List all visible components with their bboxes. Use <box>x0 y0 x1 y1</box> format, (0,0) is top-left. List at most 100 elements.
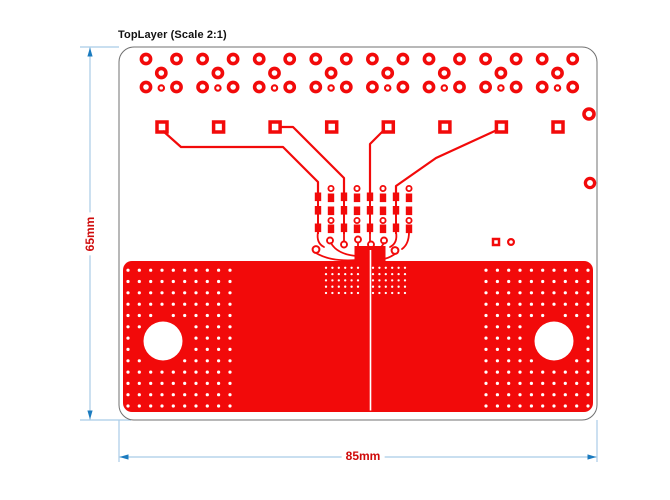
thermal-dot <box>541 279 545 284</box>
smd-pad <box>314 206 322 215</box>
thermal-dot <box>518 302 522 306</box>
height-dimension-label: 65mm <box>83 212 97 256</box>
thermal-dot <box>149 404 153 408</box>
thermal-dot <box>205 381 209 385</box>
thermal-dot <box>126 302 130 306</box>
thermal-dot <box>391 272 394 276</box>
thermal-dot <box>194 325 198 329</box>
via-pad <box>381 66 395 80</box>
via-group <box>309 52 353 94</box>
thermal-dot <box>194 359 198 363</box>
thermal-dot <box>194 336 198 340</box>
via-pad-small <box>214 84 222 92</box>
thermal-dot <box>171 291 175 295</box>
thermal-dot <box>586 404 590 408</box>
thermal-dot <box>344 279 347 282</box>
thermal-dot <box>563 393 567 397</box>
thermal-dot <box>331 285 334 288</box>
thermal-dot <box>495 268 499 272</box>
thermal-dot <box>137 359 141 363</box>
thermal-dot <box>356 272 360 276</box>
signal-trace <box>281 125 346 196</box>
thermal-dot <box>403 272 407 276</box>
thermal-dot <box>518 336 522 340</box>
thermal-dot <box>495 325 499 329</box>
thermal-dot <box>403 279 407 282</box>
connector-pad <box>326 236 334 245</box>
thermal-dot <box>324 279 328 282</box>
thermal-dot <box>518 359 522 363</box>
thermal-dot <box>183 404 187 408</box>
thermal-dot <box>575 393 579 397</box>
via-pad <box>396 52 410 66</box>
copper-layer <box>123 52 597 412</box>
thermal-dot <box>552 393 556 397</box>
via-pad <box>494 66 508 80</box>
connector-pad <box>311 245 321 254</box>
thermal-dot <box>484 313 488 318</box>
via-group <box>422 52 466 94</box>
thermal-dot <box>518 325 522 329</box>
thermal-dot <box>507 313 511 318</box>
thermal-dot <box>228 291 232 295</box>
thermal-dot <box>344 272 347 276</box>
thermal-dot <box>541 268 545 272</box>
thermal-dot <box>126 381 130 385</box>
thermal-dot <box>529 359 534 363</box>
thermal-dot <box>171 370 175 374</box>
edge-via-pad <box>583 176 597 190</box>
copper-plane <box>123 261 593 412</box>
thermal-dot <box>344 266 347 269</box>
thermal-dot <box>507 291 511 295</box>
smd-pad <box>366 223 374 233</box>
thermal-dot <box>541 370 545 374</box>
thermal-dot <box>160 302 164 306</box>
via-group <box>535 52 580 94</box>
thermal-dot <box>484 370 488 374</box>
dimension-arrow <box>119 454 129 460</box>
thermal-dot <box>371 285 375 288</box>
thermal-dot <box>183 359 187 363</box>
smd-pad <box>314 223 322 233</box>
test-point-pad <box>405 216 413 224</box>
smd-pad <box>340 192 348 202</box>
thermal-dot <box>541 313 545 318</box>
via-pad-small <box>383 84 392 92</box>
thermal-dot <box>217 291 221 295</box>
thermal-dot <box>484 404 488 408</box>
thermal-dot <box>137 279 141 284</box>
via-pad <box>154 66 168 80</box>
thermal-dot <box>217 302 221 306</box>
thermal-dot <box>137 381 141 385</box>
thermal-dot <box>529 313 534 318</box>
smd-pad <box>405 206 413 216</box>
thermal-dot <box>126 347 130 351</box>
thermal-dot <box>205 393 209 397</box>
thermal-dot <box>397 266 400 269</box>
via-pad <box>139 80 153 94</box>
thermal-dot <box>194 347 198 351</box>
via-pad-small <box>440 84 449 92</box>
thermal-dot <box>350 272 353 276</box>
thermal-dot <box>397 279 400 282</box>
dimension-arrow <box>87 47 93 57</box>
thermal-dot <box>171 393 175 397</box>
via-pad <box>551 66 564 80</box>
thermal-dot <box>350 266 353 269</box>
thermal-dot <box>529 381 534 385</box>
thermal-dot <box>171 268 175 272</box>
thermal-dot <box>137 268 141 272</box>
thermal-dot <box>484 279 488 284</box>
smd-pad <box>379 206 387 216</box>
thermal-dot <box>228 336 232 340</box>
thermal-dot <box>529 302 534 306</box>
thermal-dot <box>507 370 511 374</box>
thermal-dot <box>137 404 141 408</box>
connector-trace <box>401 231 410 250</box>
thermal-dot <box>149 393 153 397</box>
thermal-dot <box>563 268 567 272</box>
connector-trace <box>316 231 325 248</box>
thermal-dot <box>563 291 567 295</box>
via-pad <box>422 52 436 66</box>
